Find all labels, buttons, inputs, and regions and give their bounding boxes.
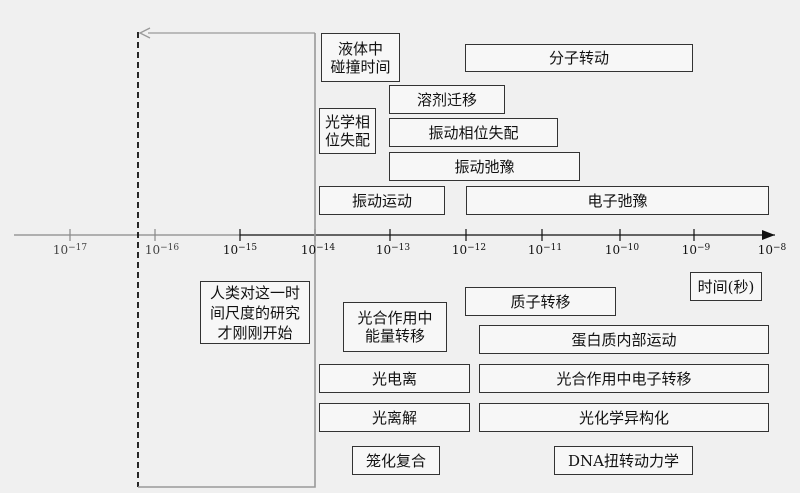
research-frontier-bracket: [138, 33, 316, 488]
tick-label: 10−14: [300, 243, 336, 257]
tick-label: 10−10: [604, 243, 640, 257]
photosynthesis-electron-transfer-box: 光合作用中电子转移: [479, 364, 769, 393]
tick-label: 10−15: [222, 243, 258, 257]
tick-label: 10−17: [52, 243, 88, 257]
time-unit-box: 时间(秒): [690, 272, 762, 301]
molecular-rotation-box: 分子转动: [465, 44, 693, 72]
tick-label: 10−11: [527, 243, 563, 257]
cage-recombination-box: 笼化复合: [352, 446, 440, 475]
vibrational-relaxation-box: 振动弛豫: [389, 152, 580, 181]
tick-label: 10−8: [757, 243, 787, 257]
tick-label: 10−16: [144, 243, 180, 257]
tick-label: 10−12: [451, 243, 487, 257]
protein-internal-motion-box: 蛋白质内部运动: [479, 325, 769, 354]
dna-torsion-dynamics-box: DNA扭转动力学: [554, 446, 693, 475]
optical-phase-mismatch-box: 光学相 位失配: [319, 108, 376, 154]
proton-transfer-box: 质子转移: [465, 287, 616, 316]
photodissociation-box: 光离解: [319, 403, 470, 432]
solvent-migration-box: 溶剂迁移: [389, 85, 505, 114]
time-axis-arrowhead: [762, 230, 775, 240]
tick-label: 10−13: [375, 243, 411, 257]
photoisomerization-box: 光化学异构化: [479, 403, 769, 432]
collision-time-box: 液体中 碰撞时间: [321, 33, 400, 82]
bracket-arrowhead: [138, 27, 151, 39]
vibrational-phase-mismatch-box: 振动相位失配: [389, 118, 558, 147]
vibrational-motion-box: 振动运动: [319, 186, 445, 215]
tick-label: 10−9: [681, 243, 711, 257]
human-research-start-box: 人类对这一时 间尺度的研究 才刚刚开始: [200, 281, 310, 344]
electronic-relaxation-box: 电子弛豫: [466, 186, 769, 215]
photoionization-box: 光电离: [319, 364, 470, 393]
photosynthesis-energy-transfer-box: 光合作用中 能量转移: [343, 302, 447, 352]
